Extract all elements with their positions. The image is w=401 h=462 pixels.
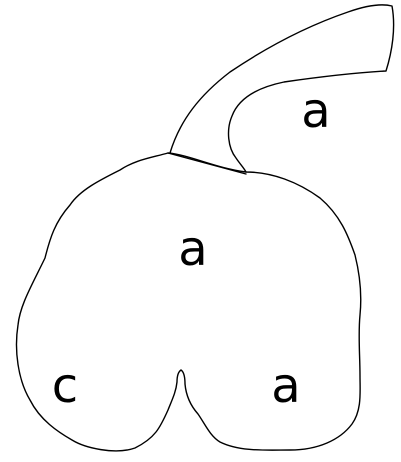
stem-region-outline (170, 5, 394, 172)
bottom-left-region-label: c (52, 358, 78, 414)
center-region-label: a (178, 221, 207, 277)
bottom-right-region-label: a (271, 358, 300, 414)
stem-region-label: a (301, 83, 330, 139)
